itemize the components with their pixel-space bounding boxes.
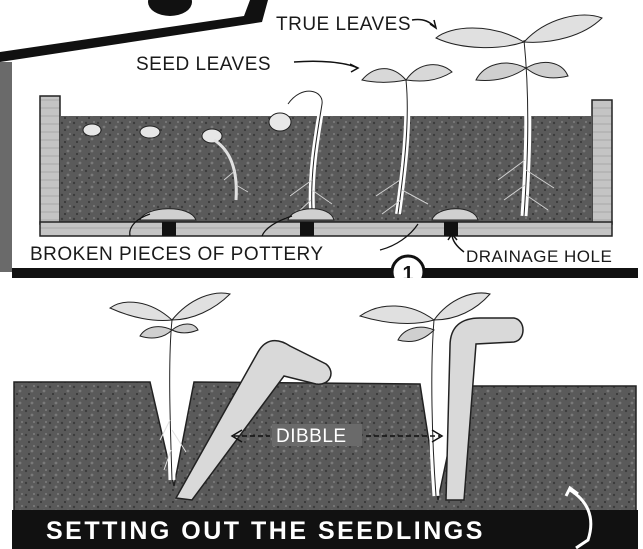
seed bbox=[202, 129, 222, 143]
label-drainage-hole: DRAINAGE HOLE bbox=[466, 247, 612, 266]
box-right-wall bbox=[592, 100, 612, 224]
label-true-leaves: TRUE LEAVES bbox=[276, 14, 411, 35]
box-left-wall bbox=[40, 96, 60, 224]
left-edge-strip bbox=[0, 62, 12, 272]
caption-title: SETTING OUT THE SEEDLINGS bbox=[46, 517, 485, 545]
seed bbox=[140, 126, 160, 138]
label-seed-leaves: SEED LEAVES bbox=[136, 54, 271, 75]
label-dibble: DIBBLE bbox=[276, 426, 347, 447]
label-broken-pottery: BROKEN PIECES OF POTTERY bbox=[30, 244, 324, 265]
box-bottom-board bbox=[40, 222, 612, 236]
panel-divider bbox=[12, 268, 638, 278]
panel-transplanting: DIBBLE bbox=[12, 278, 638, 516]
soil-ground bbox=[14, 382, 636, 516]
seed bbox=[83, 124, 101, 136]
